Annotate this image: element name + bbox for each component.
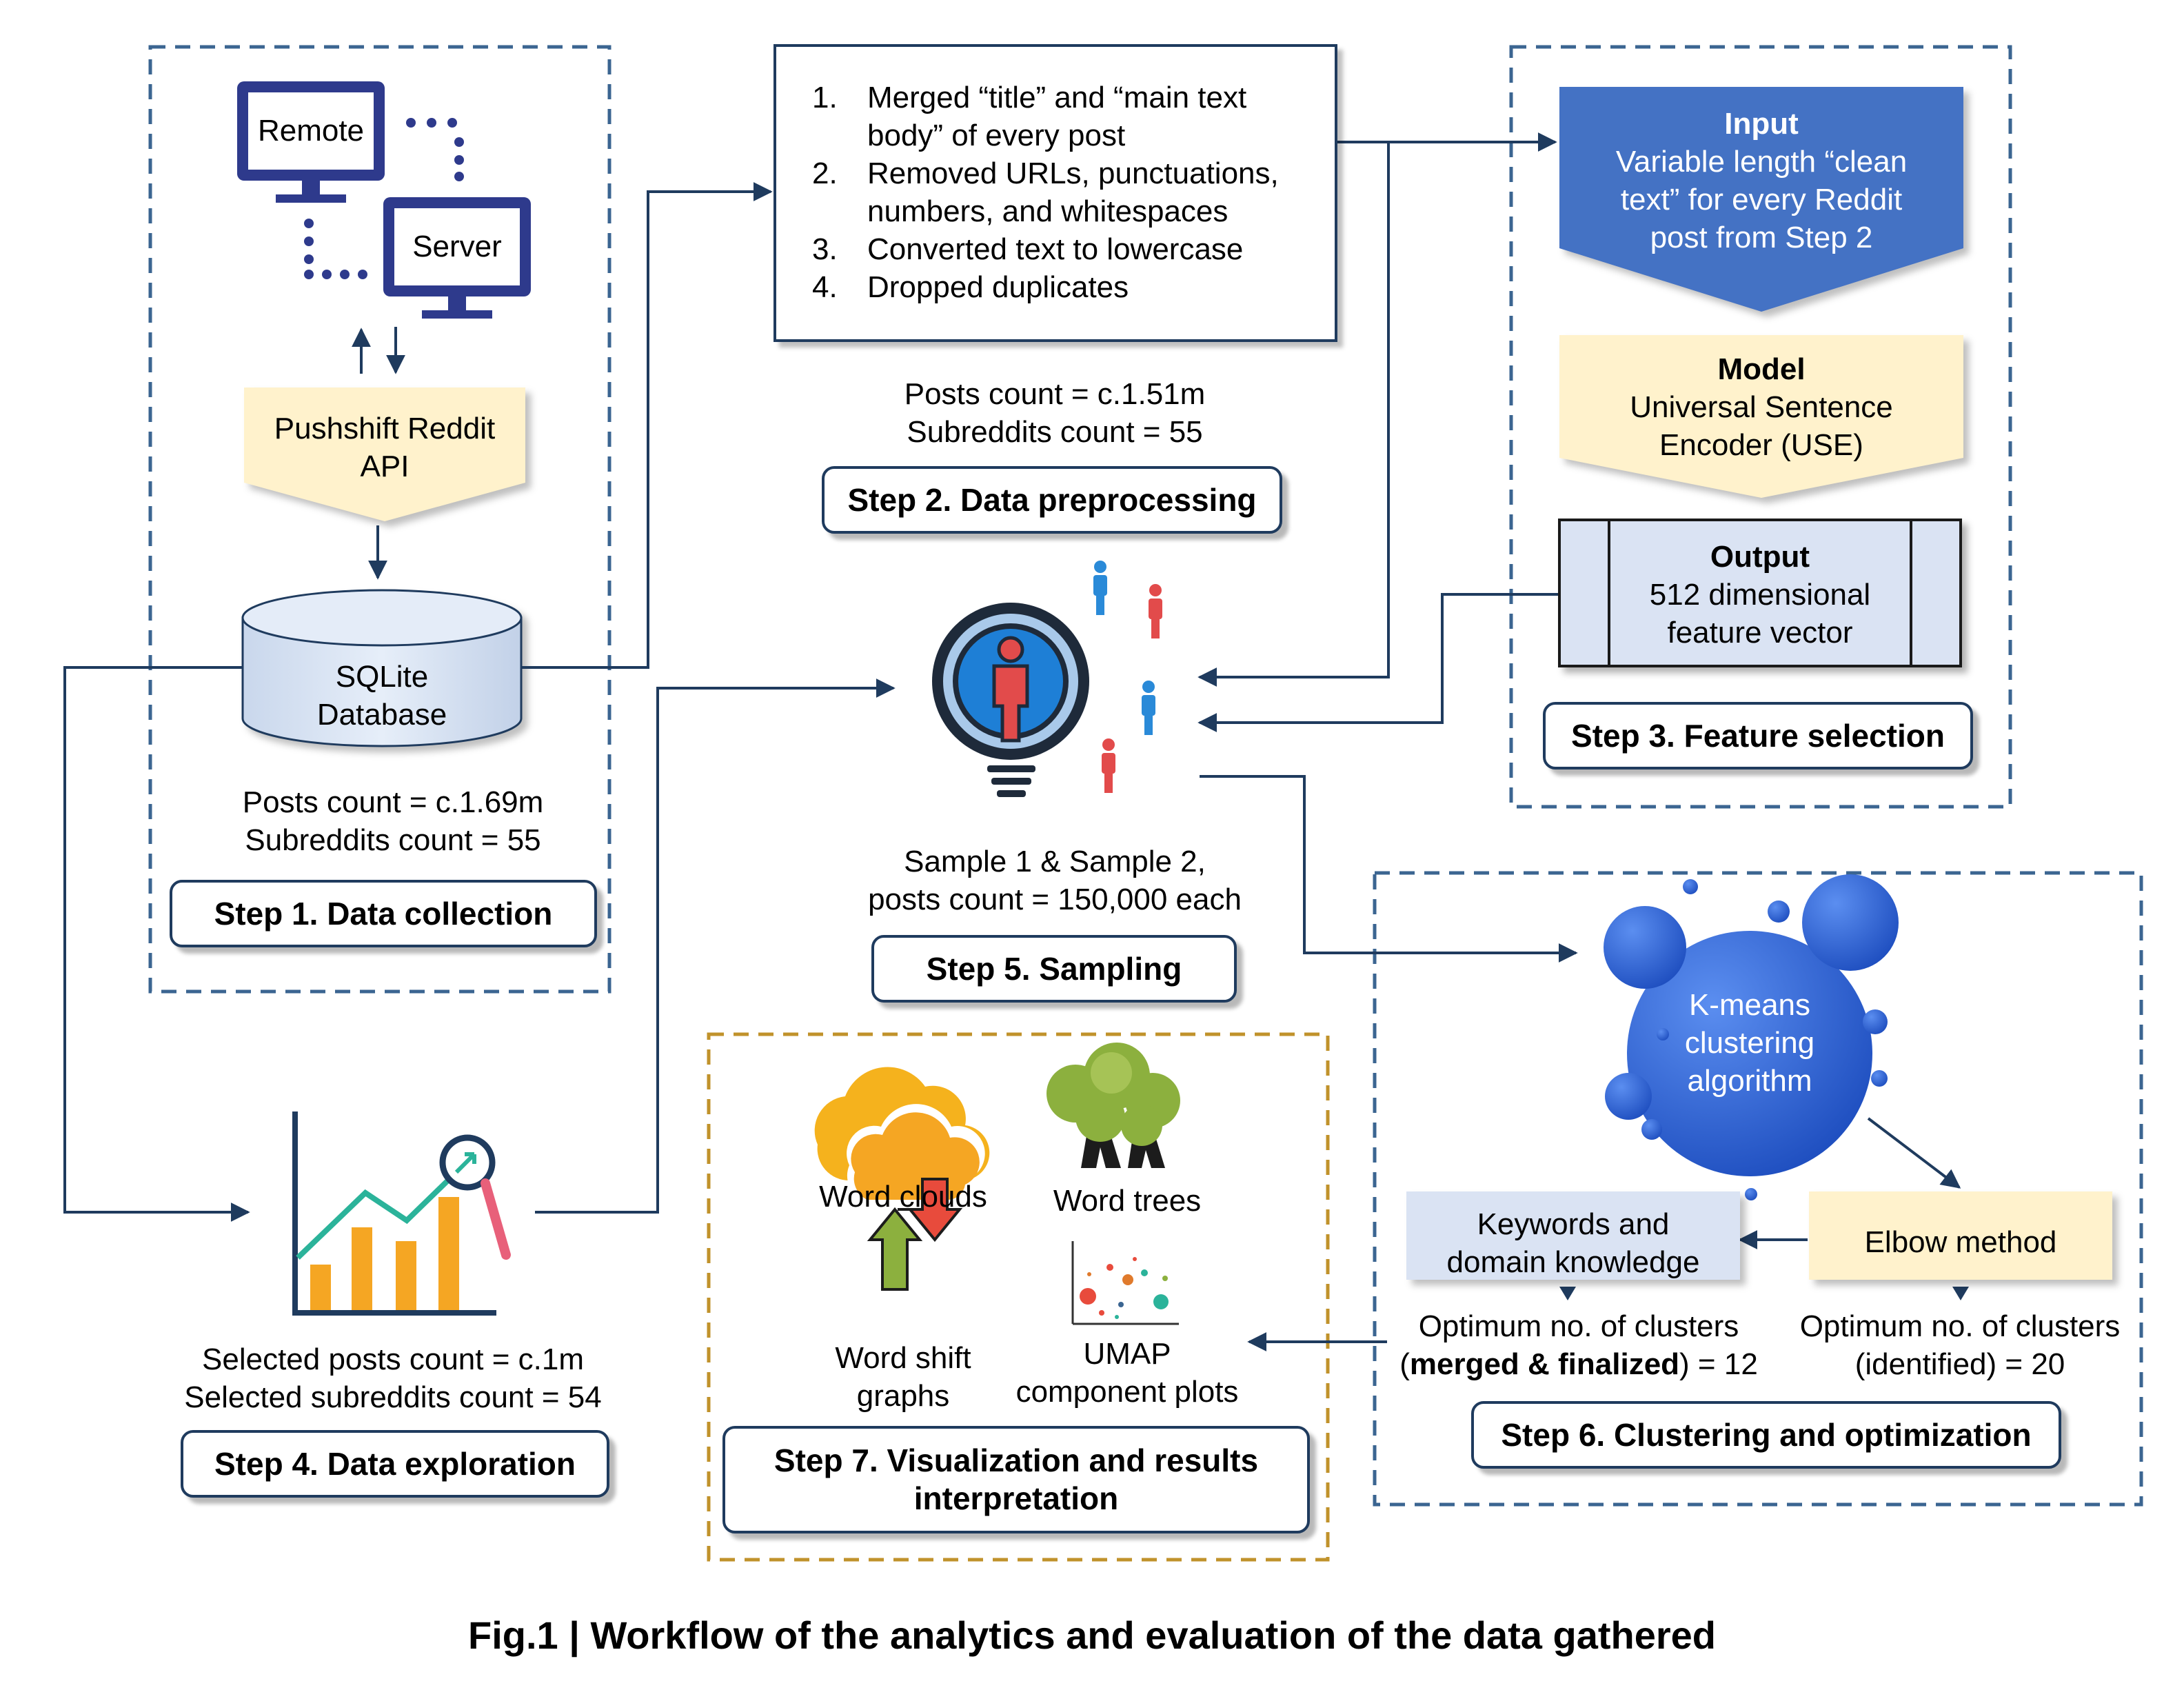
step1-subreddits-count: Subreddits count = 55 xyxy=(245,823,541,857)
output-process-shape xyxy=(1558,519,1962,667)
keywords-line1: Keywords and xyxy=(1477,1207,1670,1241)
keywords-down-marker xyxy=(1559,1287,1576,1300)
model-chevron-shape xyxy=(1559,335,1963,498)
step2-posts-count: Posts count = c.1.51m xyxy=(904,377,1206,411)
step3-frame xyxy=(1509,45,2012,809)
sampling-person-icon xyxy=(932,603,1089,797)
step5-to-step6-connector xyxy=(1200,775,1578,963)
db-to-step2-connector xyxy=(521,182,773,669)
step1-title: Step 1. Data collection xyxy=(170,880,597,947)
db-label-line2: Database xyxy=(316,698,447,732)
server-monitor-icon xyxy=(383,197,531,319)
db-label-line1: SQLite xyxy=(335,660,429,694)
figure-caption: Fig.1 | Workflow of the analytics and ev… xyxy=(467,1613,1717,1657)
opt-left-line2: (merged & finalized) = 12 xyxy=(1399,1347,1758,1381)
step2-subreddits-count: Subreddits count = 55 xyxy=(907,415,1203,449)
word-clouds-label: Word clouds xyxy=(819,1180,987,1214)
kmeans-line1: K-means xyxy=(1688,988,1811,1022)
word-shift-icon xyxy=(867,1178,963,1291)
step4-to-step5-connector xyxy=(535,678,896,1214)
umap-line1: UMAP xyxy=(1083,1337,1171,1371)
step5-title: Step 5. Sampling xyxy=(871,935,1237,1003)
input-line3: post from Step 2 xyxy=(1650,221,1873,254)
step6-frame xyxy=(1373,871,2143,1507)
model-line1: Universal Sentence xyxy=(1630,390,1893,424)
step2-to-step5-connector xyxy=(1197,142,1390,687)
model-line2: Encoder (USE) xyxy=(1659,428,1863,462)
word-trees-icon xyxy=(1046,1043,1180,1168)
word-shift-line2: graphs xyxy=(856,1379,950,1413)
output-title: Output xyxy=(1710,540,1810,574)
connection-dots-icon xyxy=(304,118,464,279)
input-line1: Variable length “clean xyxy=(1615,145,1908,179)
kmeans-to-elbow-arrow xyxy=(1867,1117,1961,1189)
step2-item-4: 4.Dropped duplicates xyxy=(812,270,1129,304)
word-shift-line1: Word shift xyxy=(835,1341,971,1375)
umap-plot-icon xyxy=(1071,1241,1179,1325)
sqlite-database-icon xyxy=(241,589,523,747)
keywords-box xyxy=(1406,1191,1740,1280)
step7-frame xyxy=(707,1032,1330,1562)
step3-to-step5-connector xyxy=(1197,593,1559,732)
kmeans-bubbles-icon xyxy=(1604,874,1899,1200)
server-label: Server xyxy=(412,230,502,263)
kmeans-line3: algorithm xyxy=(1687,1064,1812,1098)
step7-title-line1: Step 7. Visualization and results xyxy=(774,1442,1259,1478)
output-line1: 512 dimensional xyxy=(1649,578,1871,612)
step2-item-2: 2.Removed URLs, punctuations,numbers, an… xyxy=(812,157,1279,228)
step7-title: Step 7. Visualization and results interp… xyxy=(722,1426,1310,1533)
kmeans-line2: clustering xyxy=(1684,1026,1815,1060)
step4-posts-count: Selected posts count = c.1m xyxy=(202,1342,584,1376)
step5-sample-line1: Sample 1 & Sample 2, xyxy=(904,845,1206,878)
api-label-line2: API xyxy=(360,450,410,483)
model-title: Model xyxy=(1717,352,1806,386)
input-line2: text” for every Reddit xyxy=(1620,183,1903,217)
small-people-icons xyxy=(1093,561,1162,793)
step4-subreddits-count: Selected subreddits count = 54 xyxy=(184,1380,602,1414)
elbow-down-marker xyxy=(1952,1287,1969,1300)
opt-right-line1: Optimum no. of clusters xyxy=(1799,1309,2121,1343)
step1-posts-count: Posts count = c.1.69m xyxy=(242,785,544,819)
elbow-box xyxy=(1809,1191,2112,1280)
word-trees-label: Word trees xyxy=(1053,1184,1202,1218)
remote-label: Remote xyxy=(257,114,365,148)
step2-title: Step 2. Data preprocessing xyxy=(822,466,1282,534)
step6-title: Step 6. Clustering and optimization xyxy=(1471,1401,2061,1469)
db-to-step4-connector xyxy=(63,666,250,1222)
step5-sample-line2: posts count = 150,000 each xyxy=(868,883,1242,916)
step3-title: Step 3. Feature selection xyxy=(1543,702,1973,769)
step4-title: Step 4. Data exploration xyxy=(181,1430,609,1498)
input-title: Input xyxy=(1724,107,1799,141)
umap-line2: component plots xyxy=(1015,1375,1239,1409)
keywords-line2: domain knowledge xyxy=(1446,1245,1700,1279)
output-line2: feature vector xyxy=(1667,616,1853,650)
step7-title-line2: interpretation xyxy=(913,1480,1119,1516)
api-label-line1: Pushshift Reddit xyxy=(274,412,496,445)
elbow-label: Elbow method xyxy=(1864,1225,2057,1259)
data-exploration-chart-icon xyxy=(292,1111,511,1316)
opt-right-line2: (identified) = 20 xyxy=(1854,1347,2065,1381)
opt-left-line1: Optimum no. of clusters xyxy=(1418,1309,1739,1343)
step2-item-3: 3.Converted text to lowercase xyxy=(812,232,1244,266)
remote-monitor-icon xyxy=(237,81,385,203)
pushshift-api-shape xyxy=(244,388,525,521)
input-chevron-shape xyxy=(1559,87,1963,312)
step1-frame xyxy=(148,45,611,994)
